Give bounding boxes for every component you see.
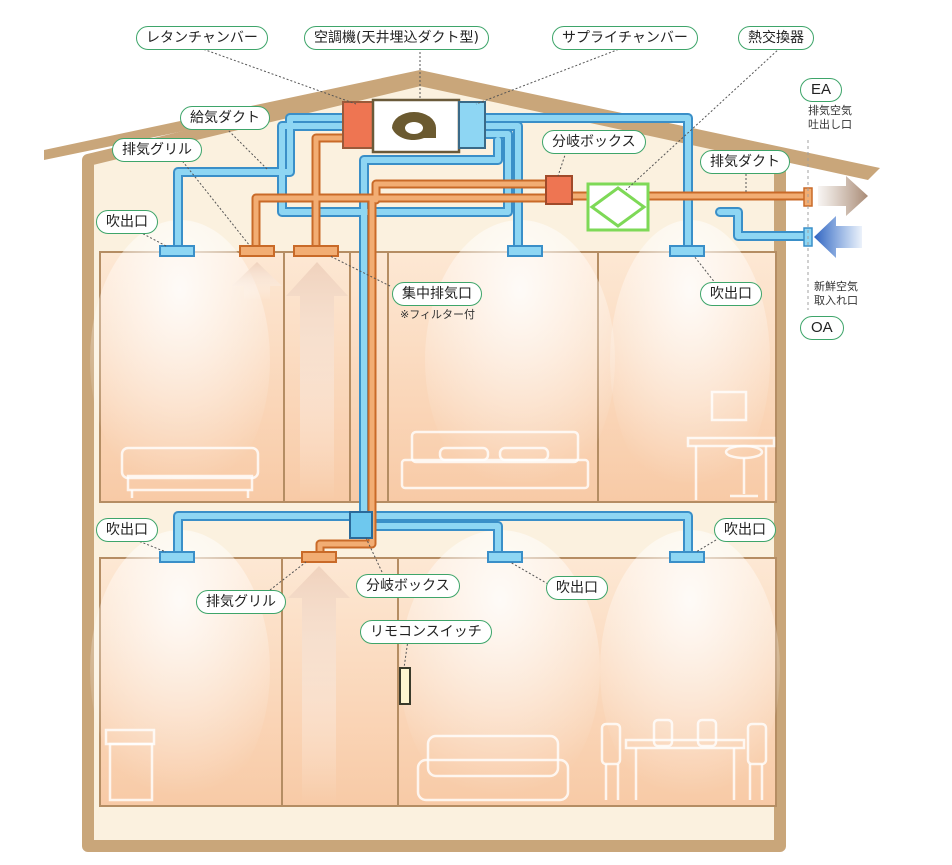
ea-note-line-2: 吐出し口	[808, 118, 852, 131]
branch-box-1f	[349, 511, 373, 539]
ea-note-line-1: 排気空気	[808, 104, 852, 117]
heat-exchanger-label: 熱交換器	[738, 26, 814, 50]
supply-outlet	[507, 245, 543, 257]
ac-body	[371, 98, 461, 154]
branch-box-1f-label: 分岐ボックス	[356, 574, 460, 598]
exhaust-duct-label: 排気ダクト	[700, 150, 790, 174]
air-flow-glow	[400, 530, 600, 810]
sofa-icon	[120, 446, 260, 498]
couch-icon	[416, 734, 570, 802]
central-exhaust-grille	[293, 245, 339, 257]
ea-label: EA	[800, 78, 843, 102]
central-exhaust-label: 集中排気口	[392, 282, 482, 306]
supply-duct-label: 給気ダクト	[180, 106, 270, 130]
ea-note: 排気空気 吐出し口	[808, 104, 852, 132]
air-flow-glow	[90, 530, 270, 810]
branch-box-2f	[545, 175, 573, 205]
kitchen-icon	[104, 728, 156, 802]
air-flow-glow	[425, 220, 615, 500]
ea-exhaust-arrow	[818, 176, 868, 216]
exhaust-grille	[301, 551, 337, 563]
outlet-1f-right-label: 吹出口	[714, 518, 776, 542]
supply-outlet	[669, 245, 705, 257]
floor-1	[90, 530, 780, 810]
supply-outlet	[487, 551, 523, 563]
bed-icon	[400, 430, 590, 490]
oa-note: 新鮮空気 取入れ口	[814, 280, 858, 308]
oa-note-line-1: 新鮮空気	[814, 280, 858, 293]
floor-2	[90, 220, 777, 503]
exhaust-flow-arrow	[288, 566, 350, 804]
fan-icon	[392, 112, 436, 141]
exhaust-flow-arrow	[232, 262, 282, 300]
oa-intake-arrow	[814, 216, 862, 258]
return-chamber-box	[342, 101, 374, 149]
central-exhaust-note: ※フィルター付	[400, 308, 475, 321]
exhaust-duct-network	[251, 133, 811, 561]
exhaust-flow-arrow	[286, 262, 348, 500]
exhaust-grille-2f-label: 排気グリル	[112, 138, 202, 162]
air-conditioner-label: 空調機(天井埋込ダクト型)	[304, 26, 489, 50]
air-conditioner-unit	[342, 98, 486, 154]
supply-chamber-box	[458, 101, 486, 149]
oa-note-line-2: 取入れ口	[814, 294, 858, 307]
outlet-1f-center-label: 吹出口	[546, 576, 608, 600]
return-chamber-label: レタンチャンバー	[136, 26, 268, 50]
supply-duct-network	[173, 113, 811, 561]
exhaust-grille-1f-label: 排気グリル	[196, 590, 286, 614]
outlet-1f-left-label: 吹出口	[96, 518, 158, 542]
air-flow-glow	[600, 530, 780, 810]
desk-icon	[686, 390, 776, 500]
outlet-2f-right-label: 吹出口	[700, 282, 762, 306]
vents	[159, 245, 705, 563]
branch-box-2f-label: 分岐ボックス	[542, 130, 646, 154]
supply-outlet	[159, 551, 195, 563]
outlet-2f-left-label: 吹出口	[96, 210, 158, 234]
remote-switch-label: リモコンスイッチ	[360, 620, 492, 644]
air-flow-glow	[90, 220, 270, 500]
supply-outlet	[159, 245, 195, 257]
remote-switch-device	[399, 667, 411, 705]
exhaust-grille	[239, 245, 275, 257]
supply-chamber-label: サプライチャンバー	[552, 26, 698, 50]
oa-label: OA	[800, 316, 844, 340]
dining-set-icon	[600, 718, 768, 800]
heat-exchanger-unit	[586, 182, 650, 232]
supply-outlet	[669, 551, 705, 563]
